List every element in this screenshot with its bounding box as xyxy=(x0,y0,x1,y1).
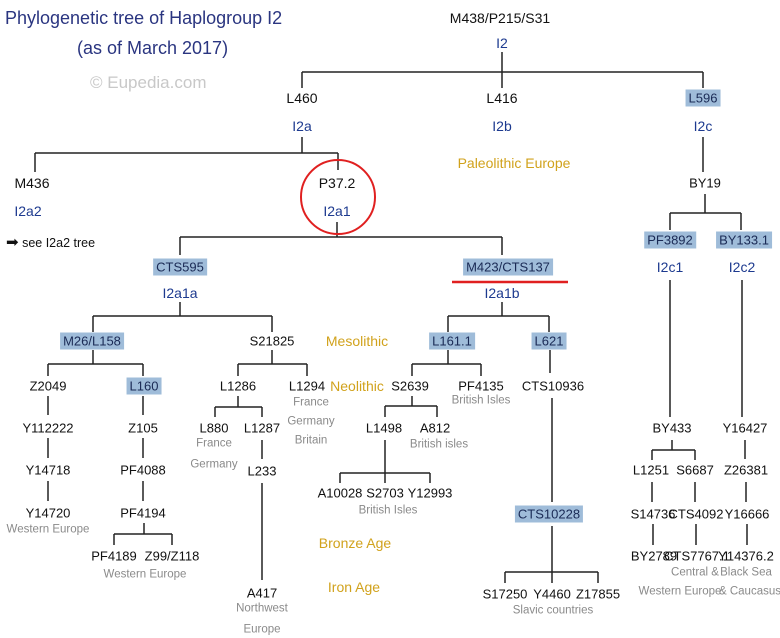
haplogroup-node-l1287: L1287 xyxy=(243,420,281,436)
region-label-cwe1: Central & xyxy=(671,566,719,579)
haplogroup-node-l880: L880 xyxy=(199,420,229,436)
haplogroup-node-i2c2: I2c2 xyxy=(728,259,756,275)
haplogroup-node-cts7767-1: CTS7767.1 xyxy=(664,548,730,564)
haplogroup-node-y16666: Y16666 xyxy=(724,506,770,522)
region-label-we2: Western Europe xyxy=(103,568,187,581)
haplogroup-node-l1498: L1498 xyxy=(365,420,403,436)
haplogroup-node-by19: BY19 xyxy=(689,175,721,191)
haplogroup-node-a417: A417 xyxy=(246,585,278,601)
region-label-de2: Germany xyxy=(287,415,335,428)
haplogroup-node-z105: Z105 xyxy=(128,420,158,436)
haplogroup-node-pf4189: PF4189 xyxy=(91,548,137,564)
haplogroup-node-z17855: Z17855 xyxy=(575,586,621,602)
region-label-nw2: Europe xyxy=(243,623,281,636)
see-link-label: see I2a2 tree xyxy=(22,236,96,250)
haplogroup-node-m436: M436 xyxy=(14,175,50,191)
haplogroup-node-m423: M423/CTS137 xyxy=(463,258,553,276)
haplogroup-node-a10028: A10028 xyxy=(317,485,363,501)
haplogroup-node-s14736: S14736 xyxy=(630,506,676,522)
region-label-bi1: British Isles xyxy=(451,394,511,407)
region-label-bsc1: Black Sea xyxy=(720,566,772,579)
haplogroup-node-s6687: S6687 xyxy=(676,462,714,478)
region-label-fr2: France xyxy=(293,396,329,409)
see-i2a2-tree-link[interactable]: ➡ see I2a2 tree xyxy=(6,233,95,251)
region-label-bi3: British Isles xyxy=(358,504,418,517)
haplogroup-node-i2c1: I2c1 xyxy=(656,259,684,275)
haplogroup-node-l416: L416 xyxy=(486,90,518,106)
haplogroup-node-y14376-2: Y14376.2 xyxy=(718,548,774,564)
haplogroup-node-s2703: S2703 xyxy=(366,485,404,501)
haplogroup-node-s2639: S2639 xyxy=(391,378,429,394)
region-label-we1: Western Europe xyxy=(6,523,90,536)
haplogroup-node-l161-1: L161.1 xyxy=(429,332,475,350)
haplogroup-node-z26381: Z26381 xyxy=(723,462,769,478)
highlight-circle xyxy=(300,159,376,235)
region-label-slav: Slavic countries xyxy=(512,604,594,617)
era-label-meso: Mesolithic xyxy=(325,333,389,349)
region-label-cwe2: Western Europe xyxy=(638,585,722,598)
haplogroup-node-l233: L233 xyxy=(247,463,277,479)
haplogroup-node-l1286: L1286 xyxy=(219,378,257,394)
haplogroup-node-cts595: CTS595 xyxy=(153,258,207,276)
region-label-gb: Britain xyxy=(294,434,328,447)
haplogroup-node-l621: L621 xyxy=(531,332,567,350)
haplogroup-node-a812: A812 xyxy=(419,420,451,436)
haplogroup-node-by433: BY433 xyxy=(652,420,692,436)
haplogroup-node-y4460: Y4460 xyxy=(533,586,571,602)
haplogroup-node-pf3892: PF3892 xyxy=(644,231,696,249)
haplogroup-node-z2049: Z2049 xyxy=(29,378,67,394)
haplogroup-node-i2a: I2a xyxy=(292,118,312,134)
haplogroup-node-l596: L596 xyxy=(685,89,721,107)
haplogroup-node-y16427: Y16427 xyxy=(722,420,768,436)
haplogroup-node-i2c: I2c xyxy=(693,118,713,134)
era-label-iron: Iron Age xyxy=(327,579,381,595)
haplogroup-node-i2a1: I2a1 xyxy=(323,203,351,219)
region-label-fr1: France xyxy=(196,437,232,450)
haplogroup-node-s21825: S21825 xyxy=(249,333,295,349)
haplogroup-node-pf4135: PF4135 xyxy=(458,378,504,394)
haplogroup-node-pf4088: PF4088 xyxy=(120,462,166,478)
haplogroup-node-i2: I2 xyxy=(496,35,508,51)
era-label-bronze: Bronze Age xyxy=(318,535,392,551)
haplogroup-node-l1294: L1294 xyxy=(288,378,326,394)
arrow-right-icon: ➡ xyxy=(6,234,19,251)
haplogroup-node-i2a1b: I2a1b xyxy=(484,285,520,301)
haplogroup-node-i2b: I2b xyxy=(492,118,512,134)
haplogroup-node-root: M438/P215/S31 xyxy=(449,10,551,26)
haplogroup-node-y12993: Y12993 xyxy=(407,485,453,501)
haplogroup-node-p37-2: P37.2 xyxy=(318,175,356,191)
region-label-de1: Germany xyxy=(190,458,238,471)
era-label-paleo: Paleolithic Europe xyxy=(457,155,571,171)
haplogroup-node-z99: Z99/Z118 xyxy=(144,548,200,564)
haplogroup-node-i2a1a: I2a1a xyxy=(162,285,198,301)
haplogroup-node-l160: L160 xyxy=(126,377,162,395)
copyright-watermark: © Eupedia.com xyxy=(90,73,207,92)
haplogroup-node-i2a2: I2a2 xyxy=(14,203,42,219)
haplogroup-node-y14718: Y14718 xyxy=(25,462,71,478)
haplogroup-node-cts10936: CTS10936 xyxy=(521,378,585,394)
haplogroup-node-cts4092: CTS4092 xyxy=(668,506,724,522)
haplogroup-node-by2789: BY2789 xyxy=(630,548,678,564)
haplogroup-node-cts10228: CTS10228 xyxy=(514,505,584,523)
diagram-subtitle: (as of March 2017) xyxy=(77,38,229,58)
haplogroup-node-pf4194: PF4194 xyxy=(120,505,166,521)
region-label-bsc2: & Caucasus xyxy=(718,585,780,598)
haplogroup-node-y14720: Y14720 xyxy=(25,505,71,521)
haplogroup-node-l1251: L1251 xyxy=(632,462,670,478)
haplogroup-node-s17250: S17250 xyxy=(482,586,528,602)
region-label-nw1: Northwest xyxy=(236,602,288,615)
haplogroup-node-by133-1: BY133.1 xyxy=(716,231,772,249)
region-label-bi2: British isles xyxy=(409,438,469,451)
diagram-title: Phylogenetic tree of Haplogroup I2 xyxy=(5,8,283,28)
haplogroup-node-l460: L460 xyxy=(286,90,318,106)
haplogroup-node-m26: M26/L158 xyxy=(60,332,124,350)
haplogroup-node-y112222: Y112222 xyxy=(22,420,74,436)
era-label-neo: Neolithic xyxy=(330,378,384,394)
